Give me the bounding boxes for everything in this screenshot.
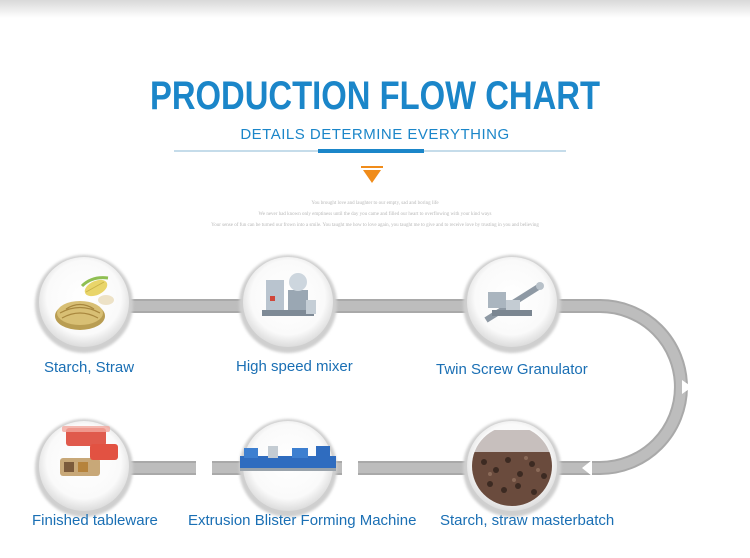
top-shadow-band: [0, 0, 750, 18]
flow-track: [60, 299, 688, 482]
mixer-machine-image: [262, 273, 316, 316]
stage-label-starch-straw: Starch, Straw: [44, 359, 135, 376]
title-divider-accent: [318, 149, 424, 153]
stage-label-finished-tableware: Finished tableware: [32, 512, 158, 529]
stage-1-disc: [35, 255, 133, 353]
stage-4-disc: [463, 419, 561, 517]
decorative-small-text: You brought love and laughter to our emp…: [0, 198, 750, 231]
down-arrow-icon: [361, 166, 383, 183]
corn-and-woven-straw-image: [55, 276, 114, 330]
right-chevron-icon: [682, 380, 692, 394]
flow-direction-arrows: [200, 380, 692, 476]
stage-label-high-speed-mixer: High speed mixer: [236, 358, 353, 375]
tableware-boxes-image: [60, 426, 118, 476]
stage-label-twin-screw-granulator: Twin Screw Granulator: [436, 361, 588, 378]
small-text-line: Your sense of fun can be turned our frow…: [211, 223, 539, 228]
small-text-line: We never had known only emptiness until …: [258, 212, 492, 217]
granulator-machine-image: [484, 282, 544, 323]
left-chevron-icon: [200, 460, 210, 476]
page-title: PRODUCTION FLOW CHART: [149, 74, 601, 118]
stage-6-disc: [35, 419, 133, 517]
stage-2-disc: [239, 255, 337, 353]
left-chevron-icon: [346, 460, 356, 476]
left-chevron-icon: [582, 460, 592, 476]
small-text-line: You brought love and laughter to our emp…: [311, 201, 439, 206]
page-subtitle: DETAILS DETERMINE EVERYTHING: [240, 126, 510, 143]
stage-label-extrusion-blister-forming: Extrusion Blister Forming Machine: [188, 512, 417, 529]
extrusion-line-image: [240, 446, 336, 471]
stage-5-disc: [239, 419, 337, 517]
stage-label-starch-straw-masterbatch: Starch, straw masterbatch: [440, 512, 615, 529]
stage-3-disc: [463, 255, 561, 353]
